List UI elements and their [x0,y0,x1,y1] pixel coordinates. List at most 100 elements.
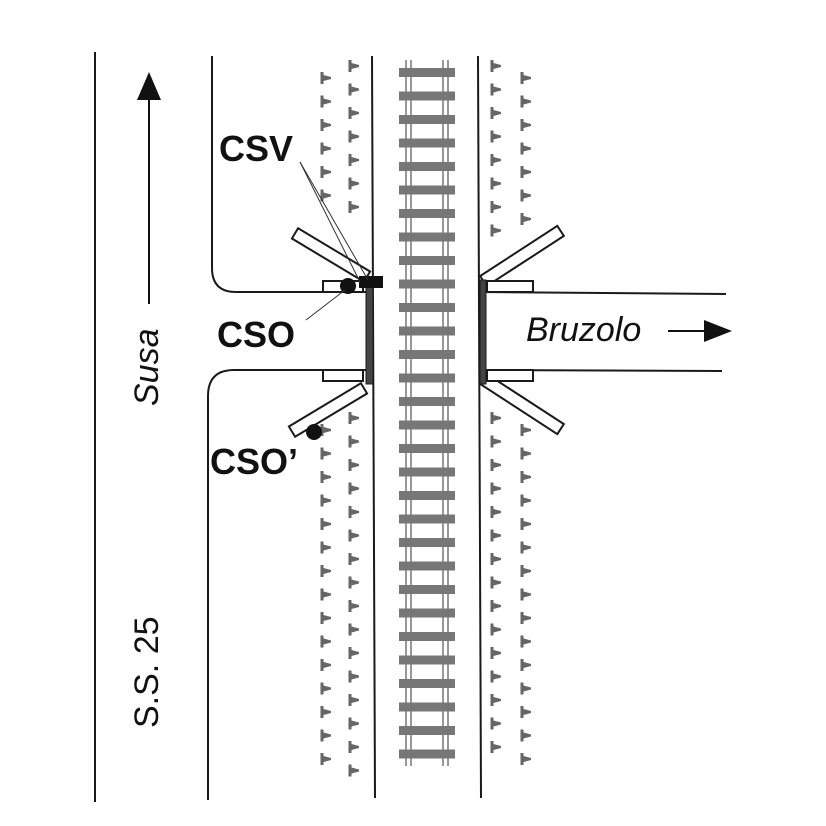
trackside-marker [320,541,331,554]
csv-leader-line-2 [299,161,361,283]
trackside-marker [490,201,501,213]
trackside-marker [320,612,331,624]
trackside-marker [490,60,501,72]
trackside-marker [320,424,331,436]
trackside-marker [348,623,359,636]
bruzolo-label: Bruzolo [526,311,641,349]
trackside-marker [490,107,501,119]
trackside-marker [320,682,331,695]
trackside-marker [348,177,359,190]
sensor-box-icon [359,276,383,288]
trackside-marker [320,494,331,507]
trackside-marker [520,753,531,765]
track-sleeper [399,350,455,359]
trackside-marker [348,576,359,589]
trackside-marker [490,506,501,518]
corridor-edge-west [371,55,376,799]
trackside-marker [520,635,531,648]
track-sleepers [399,68,455,759]
track-sleeper [399,632,455,641]
track-sleeper [399,655,455,665]
road-edge-east-north [211,56,368,293]
track-sleeper [399,585,455,594]
csv-label: CSV [219,128,293,169]
trackside-marker [320,142,331,155]
barriers [287,224,566,439]
trackside-marker [520,424,531,436]
trackside-marker [348,764,359,777]
csv-leader-line [299,161,369,281]
trackside-marker [320,72,331,84]
cso-label: CSO [217,314,295,355]
barrier-arm-sw [287,381,369,439]
track-sleeper [399,538,455,547]
gate-bar-west [365,281,374,385]
susa-label: Susa [128,329,166,407]
trackside-marker [520,659,531,671]
trackside-markers [320,60,531,777]
trackside-marker [348,694,359,706]
trackside-marker [520,588,531,601]
trackside-marker [490,741,501,753]
track-sleeper [399,702,455,712]
trackside-marker [520,682,531,695]
trackside-marker [490,553,501,565]
trackside-marker [320,635,331,648]
track-sleeper [399,679,455,688]
railway-track [399,60,455,766]
trackside-marker [520,541,531,554]
trackside-marker [320,447,331,460]
track-sleeper [399,279,455,289]
sensors [306,276,383,440]
trackside-marker [490,600,501,612]
track-sleeper [399,209,455,218]
trackside-marker [348,482,359,495]
sensor-dot-icon [306,424,322,440]
trackside-marker [348,553,359,565]
trackside-marker [520,189,531,202]
gate-bar-east [479,279,487,385]
trackside-marker [490,83,501,96]
trackside-marker [490,576,501,589]
trackside-marker [490,529,501,542]
track-sleeper [399,303,455,312]
trackside-marker [490,435,501,448]
road-name-label: S.S. 25 [128,616,166,728]
trackside-marker [348,83,359,96]
sensor-dot-icon [340,278,356,294]
trackside-marker [520,142,531,155]
track-sleeper [399,561,455,571]
trackside-marker [490,482,501,495]
track-sleeper [399,162,455,171]
trackside-marker [490,412,501,424]
track-sleeper [399,326,455,336]
trackside-marker [348,459,359,471]
track-sleeper [399,373,455,383]
trackside-marker [520,565,531,577]
trackside-marker [320,471,331,483]
track-sleeper [399,138,455,148]
track-sleeper [399,185,455,195]
trackside-marker [520,518,531,530]
trackside-marker [490,647,501,659]
trackside-marker [490,459,501,471]
arrow-up-icon [137,72,161,304]
trackside-marker [348,741,359,753]
trackside-marker [490,177,501,190]
trackside-marker [490,670,501,683]
trackside-marker [490,694,501,706]
trackside-marker [348,529,359,542]
track-sleeper [399,68,455,77]
trackside-marker [520,494,531,507]
trackside-marker [348,670,359,683]
trackside-marker [348,647,359,659]
trackside-marker [348,130,359,143]
trackside-marker [320,166,331,178]
trackside-marker [348,600,359,612]
trackside-marker [490,224,501,237]
trackside-marker [490,717,501,730]
track-sleeper [399,115,455,124]
trackside-marker [348,107,359,119]
trackside-marker [320,95,331,108]
